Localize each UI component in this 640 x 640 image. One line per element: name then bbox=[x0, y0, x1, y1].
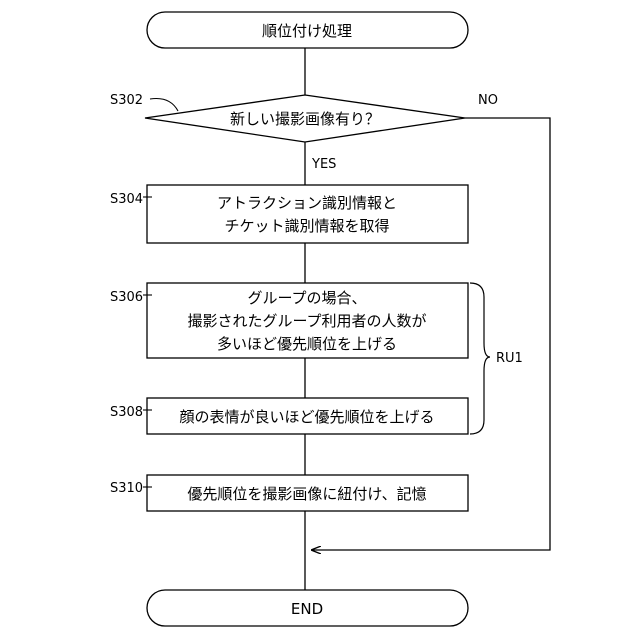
step-leader-s302 bbox=[150, 99, 178, 112]
step-label-s306: S306 bbox=[110, 290, 143, 305]
yes-label: YES bbox=[311, 157, 336, 172]
step-label-s304: S304 bbox=[110, 192, 143, 207]
s306-line-1: グループの場合、 bbox=[247, 289, 366, 307]
start-label: 順位付け処理 bbox=[262, 22, 352, 40]
s308-label: 顔の表情が良いほど優先順位を上げる bbox=[179, 408, 434, 426]
s306-line-2: 撮影されたグループ利用者の人数が bbox=[187, 312, 426, 330]
process-s310: 優先順位を撮影画像に紐付け、記憶 S310 bbox=[110, 475, 468, 511]
decision-label: 新しい撮影画像有り？ bbox=[230, 110, 380, 128]
s304-line-1: アトラクション識別情報と bbox=[217, 194, 397, 212]
step-label-s302: S302 bbox=[110, 93, 143, 108]
step-label-s308: S308 bbox=[110, 405, 143, 420]
start-terminal: 順位付け処理 bbox=[147, 12, 468, 48]
process-s308: 顔の表情が良いほど優先順位を上げる S308 bbox=[110, 398, 468, 434]
process-s306: グループの場合、 撮影されたグループ利用者の人数が 多いほど優先順位を上げる S… bbox=[110, 283, 468, 358]
end-terminal: END bbox=[147, 590, 468, 626]
no-label: NO bbox=[478, 93, 498, 108]
group-bracket-ru1: RU1 bbox=[470, 283, 523, 434]
s306-line-3: 多いほど優先順位を上げる bbox=[217, 335, 397, 353]
process-s304: アトラクション識別情報と チケット識別情報を取得 S304 bbox=[110, 185, 468, 243]
step-label-s310: S310 bbox=[110, 481, 143, 496]
end-label: END bbox=[291, 600, 323, 618]
decision-s302: 新しい撮影画像有り？ S302 YES NO bbox=[110, 93, 498, 172]
s304-line-2: チケット識別情報を取得 bbox=[224, 217, 389, 235]
s310-label: 優先順位を撮影画像に紐付け、記憶 bbox=[187, 485, 426, 503]
group-label-ru1: RU1 bbox=[496, 351, 523, 366]
